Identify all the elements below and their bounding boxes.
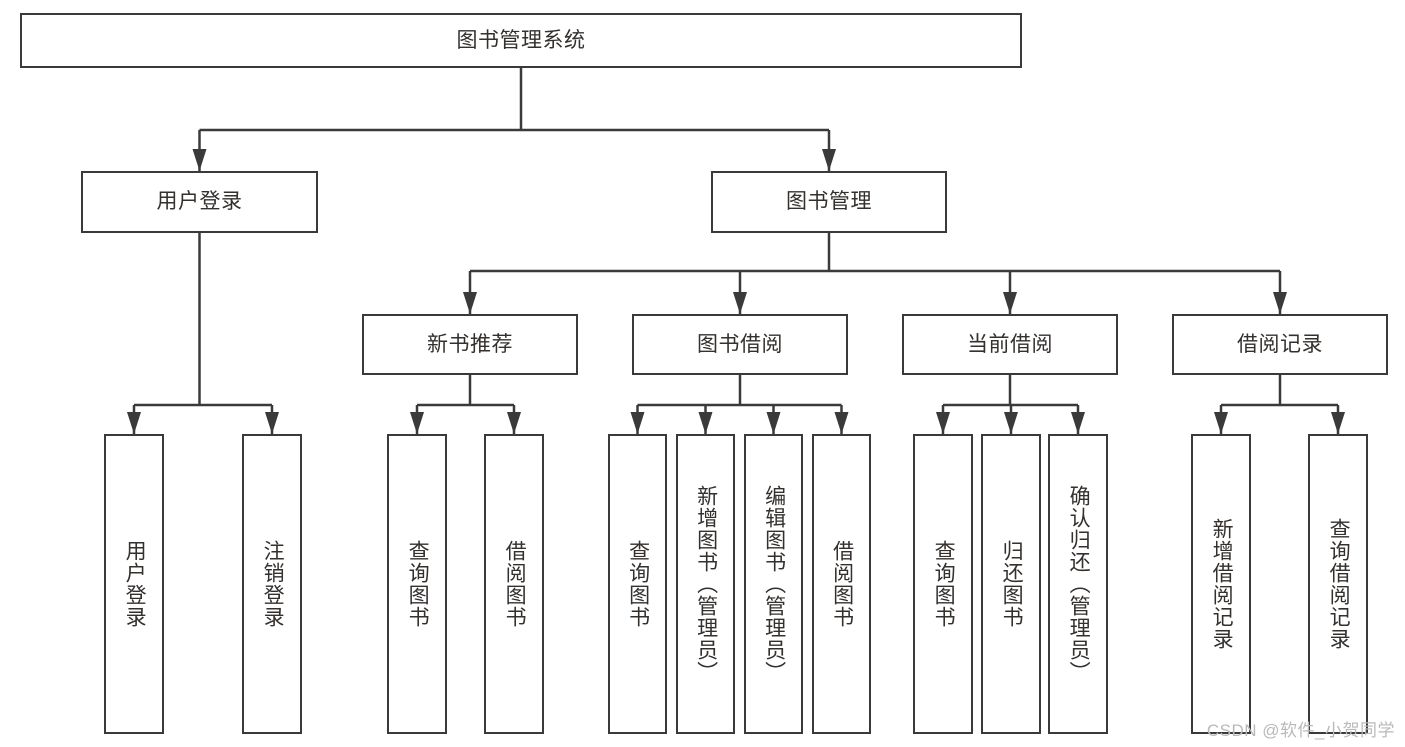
edge-arrowhead bbox=[733, 292, 747, 314]
node-label: 查询图书 bbox=[932, 540, 956, 628]
edge-arrowhead bbox=[822, 149, 836, 171]
edge-arrowhead bbox=[192, 149, 207, 171]
node-leaf_6[interactable]: 编辑图书（管理员） bbox=[744, 434, 803, 734]
node-label: 注销登录 bbox=[261, 540, 285, 628]
node-label: 当前借阅 bbox=[967, 332, 1053, 356]
node-leaf_0[interactable]: 用户登录 bbox=[104, 434, 164, 734]
node-label: 用户登录 bbox=[123, 540, 147, 628]
node-label: 新增图书（管理员） bbox=[694, 485, 718, 683]
node-l3_0[interactable]: 新书推荐 bbox=[362, 314, 578, 375]
node-root[interactable]: 图书管理系统 bbox=[20, 13, 1022, 68]
node-label: 图书管理系统 bbox=[456, 28, 586, 52]
node-l2_1[interactable]: 图书管理 bbox=[711, 171, 947, 233]
edge-arrowhead bbox=[1273, 292, 1287, 314]
node-l2_0[interactable]: 用户登录 bbox=[81, 171, 318, 233]
node-l3_2[interactable]: 当前借阅 bbox=[902, 314, 1118, 375]
edge-arrowhead bbox=[698, 412, 713, 434]
edge-arrowhead bbox=[507, 412, 521, 434]
node-l3_3[interactable]: 借阅记录 bbox=[1172, 314, 1388, 375]
node-leaf_2[interactable]: 查询图书 bbox=[387, 434, 447, 734]
edge-arrowhead bbox=[834, 412, 849, 434]
node-label: 查询图书 bbox=[406, 540, 430, 628]
node-leaf_9[interactable]: 归还图书 bbox=[981, 434, 1041, 734]
node-leaf_3[interactable]: 借阅图书 bbox=[484, 434, 544, 734]
edge-arrowhead bbox=[1004, 412, 1018, 434]
edge-arrowhead bbox=[127, 412, 141, 434]
node-label: 借阅图书 bbox=[830, 540, 854, 628]
node-leaf_4[interactable]: 查询图书 bbox=[608, 434, 667, 734]
node-leaf_7[interactable]: 借阅图书 bbox=[812, 434, 871, 734]
node-label: 编辑图书（管理员） bbox=[762, 485, 786, 683]
edge-arrowhead bbox=[630, 412, 645, 434]
node-l3_1[interactable]: 图书借阅 bbox=[632, 314, 848, 375]
edge-arrowhead bbox=[1331, 412, 1345, 434]
node-label: 新书推荐 bbox=[427, 332, 513, 356]
node-label: 用户登录 bbox=[156, 190, 243, 214]
node-label: 新增借阅记录 bbox=[1210, 518, 1234, 650]
node-leaf_11[interactable]: 新增借阅记录 bbox=[1191, 434, 1251, 734]
edge-arrowhead bbox=[265, 412, 279, 434]
node-label: 借阅记录 bbox=[1237, 332, 1323, 356]
node-leaf_12[interactable]: 查询借阅记录 bbox=[1308, 434, 1368, 734]
node-label: 查询借阅记录 bbox=[1327, 518, 1351, 650]
edge-arrowhead bbox=[1003, 292, 1017, 314]
node-label: 借阅图书 bbox=[503, 540, 527, 628]
edge-arrowhead bbox=[1214, 412, 1228, 434]
node-label: 归还图书 bbox=[1000, 540, 1024, 628]
node-label: 图书借阅 bbox=[697, 332, 783, 356]
edge-arrowhead bbox=[410, 412, 424, 434]
node-leaf_5[interactable]: 新增图书（管理员） bbox=[676, 434, 735, 734]
edge-arrowhead bbox=[463, 292, 477, 314]
node-label: 图书管理 bbox=[786, 190, 872, 214]
node-label: 查询图书 bbox=[626, 540, 650, 628]
node-leaf_1[interactable]: 注销登录 bbox=[242, 434, 302, 734]
edge-arrowhead bbox=[766, 412, 781, 434]
edge-arrowhead bbox=[936, 412, 950, 434]
edge-arrowhead bbox=[1071, 412, 1085, 434]
node-leaf_10[interactable]: 确认归还（管理员） bbox=[1048, 434, 1108, 734]
node-leaf_8[interactable]: 查询图书 bbox=[913, 434, 973, 734]
node-label: 确认归还（管理员） bbox=[1067, 485, 1091, 683]
